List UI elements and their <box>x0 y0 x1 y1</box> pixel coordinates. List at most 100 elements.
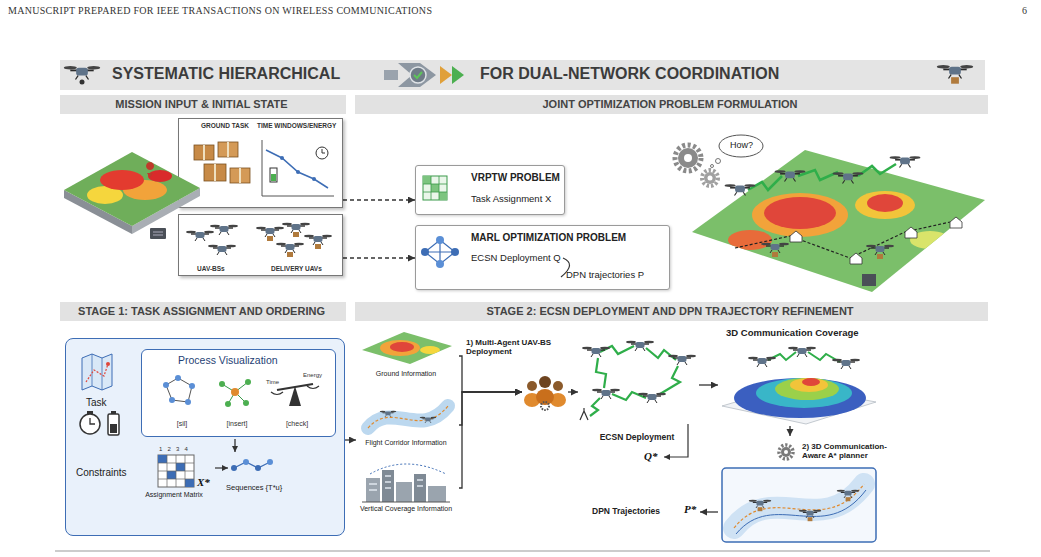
planner-corridor-image-part <box>837 490 859 501</box>
assignment-matrix-icon-part <box>158 455 194 487</box>
uav-bs-icons-part <box>186 231 214 241</box>
gear-icon <box>779 445 793 459</box>
ecsn-network-image-part <box>580 408 588 420</box>
ground-map-image-part <box>380 340 440 356</box>
problem-box: VRPTW PROBLEMTask Assignment X <box>415 165 565 215</box>
scenario-map-part <box>735 222 950 258</box>
task-map-icon-part <box>92 354 102 390</box>
ecsn-network-image-part <box>582 347 610 357</box>
mission-map-part <box>64 190 132 234</box>
ecsn-network-image-part <box>660 366 680 394</box>
page-number: 6 <box>1022 5 1027 17</box>
buildings-image-part <box>370 464 446 474</box>
sequence-icon-part <box>267 459 273 465</box>
ecsn-network-image-part <box>612 392 646 400</box>
thought-bubble-part <box>716 159 721 164</box>
planner-corridor-image <box>722 468 876 542</box>
buildings-image-part <box>366 478 380 502</box>
package-icons-part <box>194 145 214 160</box>
mission-map-part <box>150 228 166 239</box>
agents-icon-part <box>527 381 537 391</box>
scenario-map-part <box>866 245 894 259</box>
gear-icon-part <box>781 447 791 457</box>
agents-icon-part <box>550 393 566 407</box>
task-map-icon-part <box>106 362 110 366</box>
assignment-grid-icon <box>423 176 447 200</box>
gear-icons-part <box>704 172 716 184</box>
node-text: GROUND TASK <box>201 122 249 129</box>
node-text: SYSTEMATIC HIERARCHICAL <box>112 65 340 83</box>
balance-icon-part <box>289 386 301 406</box>
corridor-image-part <box>368 406 448 428</box>
delivery-uav-icons-part <box>304 235 332 249</box>
ecsn-network-image-part <box>596 358 606 388</box>
delivery-drone-icon-part <box>937 65 973 84</box>
scenario-map-part <box>748 176 782 190</box>
problem-box: MARL OPTIMIZATION PROBLEMECSN Deployment… <box>415 225 670 290</box>
node-text: [sil] <box>157 420 207 428</box>
clock-icon-part <box>90 418 95 424</box>
planner-node: 2) 3D Communication-Aware A* planner <box>718 436 914 544</box>
ground-map-image-part-part <box>380 340 420 356</box>
drone-icon-part <box>80 80 85 85</box>
bubble-text: How? <box>730 140 753 150</box>
scenario-map-part <box>850 253 862 264</box>
assignment-matrix-icon-part <box>167 471 176 479</box>
running-header: MANUSCRIPT PREPARED FOR IEEE TRANSACTION… <box>8 5 432 17</box>
scenario-map-part <box>692 150 985 292</box>
sequence-icon-part <box>234 462 270 468</box>
node-text: ECSN Deployment <box>578 433 696 443</box>
delivery-uav-icons-part <box>256 227 284 241</box>
node-text: Vertical Coverage Information <box>356 505 456 513</box>
coverage-plot-part <box>756 378 852 408</box>
flow-arrow <box>664 424 688 457</box>
energy-chart-part <box>266 150 328 188</box>
flow-arrow <box>789 426 790 436</box>
node-text: Task <box>86 397 107 409</box>
ecsn-network-image-part <box>646 348 676 360</box>
corridor-image <box>368 406 448 428</box>
node-text: Task Assignment X <box>471 194 551 205</box>
node-text: STAGE 2: ECSN DEPLOYMENT AND DPN TRAJECT… <box>355 305 985 318</box>
coverage-plot-part <box>802 378 820 386</box>
flow-arrow <box>459 356 522 392</box>
balance-icon <box>271 384 319 406</box>
coverage-plot-part <box>788 347 816 357</box>
section-band: STAGE 1: TASK ASSIGNMENT AND ORDERING <box>60 302 346 321</box>
ecsn-network-image-part <box>590 398 600 416</box>
node-text: ECSN Deployment Q <box>471 253 561 264</box>
battery-icon <box>108 411 119 435</box>
ecsn-network-image <box>580 341 696 420</box>
node-text: Constraints <box>76 467 127 479</box>
gear-icon-part <box>779 445 793 459</box>
ecsn-network-image-part <box>626 341 654 351</box>
scenario-map-part-part <box>867 194 903 212</box>
mission-map-part-part <box>87 186 123 204</box>
gear-icons <box>675 145 718 186</box>
mission-map-part <box>153 235 163 236</box>
split-graph-icon-part <box>189 383 195 389</box>
split-graph-icon-part <box>169 397 175 403</box>
node-text: Q* <box>644 450 657 463</box>
agents-icon-part <box>553 381 563 391</box>
gear-icon-part <box>784 450 788 454</box>
info-item: Vertical Coverage Information <box>356 462 459 524</box>
insert-graph-icon <box>219 379 251 407</box>
flow-arrow <box>459 392 522 425</box>
network-icon-part <box>436 260 444 268</box>
split-graph-icon <box>163 375 195 405</box>
ecsn-network-image-part <box>592 389 620 399</box>
node-text: 2) 3D Communication-Aware A* planner <box>802 442 908 460</box>
buildings-image <box>362 464 450 502</box>
gear-icons-part <box>675 145 701 171</box>
task-map-icon-part <box>86 364 108 382</box>
energy-chart-part <box>296 170 300 174</box>
delivery-uav-icons <box>256 223 332 257</box>
matrix-header: 1 2 3 4 <box>159 446 188 453</box>
assignment-matrix-icon-part <box>185 479 194 487</box>
insert-graph-icon-part <box>245 379 251 385</box>
node-text: Ground Information <box>356 370 456 378</box>
battery-icon-part <box>111 411 116 414</box>
